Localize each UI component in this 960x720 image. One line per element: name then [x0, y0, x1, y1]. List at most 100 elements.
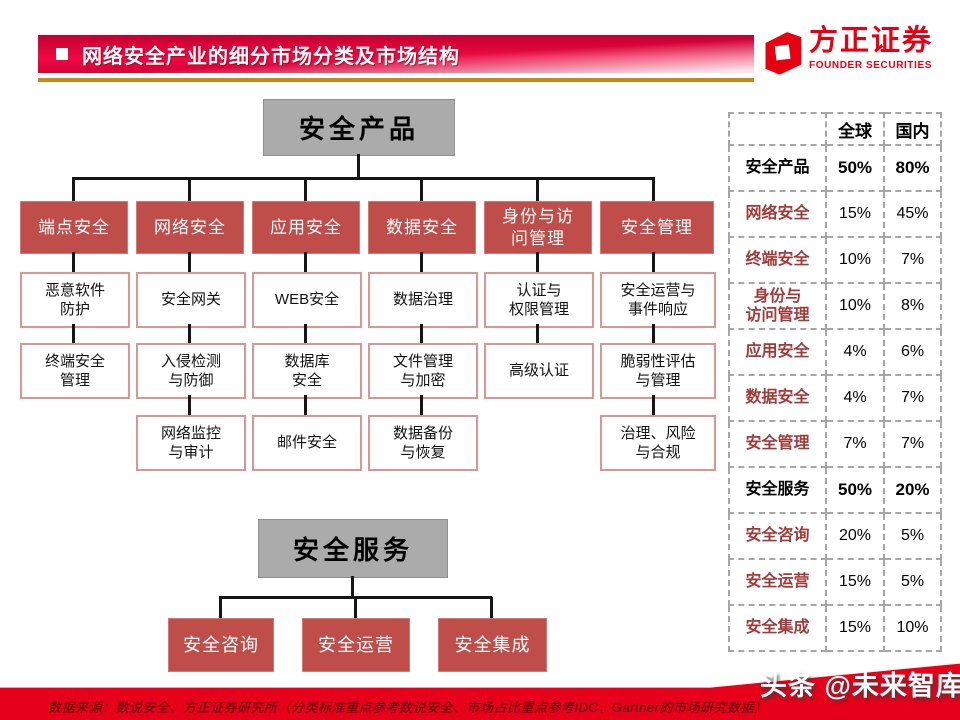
table-header-row: 全球 国内 [728, 112, 942, 146]
row-label: 安全集成 [728, 604, 827, 652]
item-intrusion-detection-defense: 入侵检测 与防御 [136, 343, 246, 399]
title-underline-rule [38, 78, 754, 82]
table-row: 安全咨询 20% 5% [728, 512, 942, 560]
table-header-blank [728, 112, 827, 146]
row-domestic-value: 7% [883, 420, 942, 468]
item-file-management-encryption: 文件管理 与加密 [368, 343, 478, 399]
connector-line [304, 178, 307, 201]
item-network-monitoring-audit: 网络监控 与审计 [136, 415, 246, 471]
row-label: 身份与 访问管理 [728, 282, 827, 330]
table-row: 终端安全 10% 7% [728, 236, 942, 284]
item-email-security: 邮件安全 [252, 415, 362, 471]
row-label: 网络安全 [728, 190, 827, 238]
connector-line [304, 395, 307, 415]
item-web-security: WEB安全 [252, 272, 362, 328]
table-row: 数据安全 4% 7% [728, 374, 942, 422]
service-security-operations: 安全运营 [302, 618, 410, 672]
row-label: 数据安全 [728, 374, 827, 422]
market-share-table: 全球 国内 安全产品 50% 80% 网络安全 15% 45% 终端安全 10%… [728, 112, 942, 652]
org-root-security-products: 安全产品 [263, 99, 455, 156]
category-application-security: 应用安全 [252, 201, 360, 254]
item-database-security: 数据库 安全 [252, 343, 362, 399]
connector-line [72, 177, 655, 180]
connector-line [72, 324, 75, 343]
row-label: 安全运营 [728, 558, 827, 606]
category-endpoint-security: 端点安全 [20, 201, 128, 254]
connector-line [351, 576, 354, 597]
table-row: 安全管理 7% 7% [728, 420, 942, 468]
connector-line [420, 395, 423, 415]
connector-line [652, 395, 655, 415]
row-global-value: 20% [825, 512, 885, 560]
table-header-domestic: 国内 [883, 112, 942, 146]
row-domestic-value: 5% [883, 512, 942, 560]
table-row: 安全运营 15% 5% [728, 558, 942, 606]
row-global-value: 50% [825, 144, 885, 192]
row-label: 安全咨询 [728, 512, 827, 560]
row-global-value: 4% [825, 374, 885, 422]
row-global-value: 15% [825, 604, 885, 652]
category-data-security: 数据安全 [368, 201, 476, 254]
connector-line [420, 178, 423, 201]
logo-name-cn: 方正证券 [809, 25, 934, 57]
row-domestic-value: 45% [883, 190, 942, 238]
table-row: 应用安全 4% 6% [728, 328, 942, 376]
row-label: 应用安全 [728, 328, 827, 376]
connector-line [188, 178, 191, 201]
connector-line [354, 597, 357, 618]
logo-name-en: FOUNDER SECURITIES [809, 59, 933, 71]
watermark-toutiao-future-thinktank: 头条 @未来智库 [760, 671, 960, 701]
connector-line [188, 395, 191, 415]
row-domestic-value: 6% [883, 328, 942, 376]
service-security-consulting: 安全咨询 [168, 618, 274, 672]
item-authentication-permission-management: 认证与 权限管理 [484, 272, 594, 328]
row-global-value: 50% [825, 466, 885, 514]
row-label: 安全服务 [728, 466, 827, 514]
connector-line [357, 154, 360, 178]
row-domestic-value: 8% [883, 282, 942, 330]
item-endpoint-security-management: 终端安全 管理 [20, 343, 130, 399]
row-global-value: 10% [825, 282, 885, 330]
item-data-governance: 数据治理 [368, 272, 478, 328]
founder-securities-logo: 方正证券 FOUNDER SECURITIES [763, 25, 943, 82]
table-row: 身份与 访问管理 10% 8% [728, 282, 942, 330]
row-domestic-value: 7% [883, 374, 942, 422]
table-row: 安全服务 50% 20% [728, 466, 942, 514]
page-title: 网络安全产业的细分市场分类及市场结构 [82, 45, 460, 68]
connector-line [536, 252, 539, 272]
connector-line [652, 324, 655, 343]
connector-line [420, 252, 423, 272]
item-data-backup-recovery: 数据备份 与恢复 [368, 415, 478, 471]
logo-text-block: 方正证券 FOUNDER SECURITIES [809, 25, 934, 71]
connector-line [536, 324, 539, 343]
item-vulnerability-assessment-management: 脆弱性评估 与管理 [600, 343, 716, 399]
row-label: 终端安全 [728, 236, 827, 284]
connector-line [420, 324, 423, 343]
connector-line [652, 252, 655, 272]
connector-line [536, 178, 539, 201]
slide-title-bar: 网络安全产业的细分市场分类及市场结构 [38, 35, 754, 73]
connector-line [72, 252, 75, 272]
row-label: 安全产品 [728, 144, 827, 192]
connector-line [304, 324, 307, 343]
row-global-value: 15% [825, 190, 885, 238]
row-domestic-value: 20% [883, 466, 942, 514]
service-security-integration: 安全集成 [438, 618, 547, 672]
category-network-security: 网络安全 [136, 201, 244, 254]
connector-line [490, 597, 493, 618]
connector-line [72, 178, 75, 201]
table-header-global: 全球 [825, 112, 885, 146]
item-advanced-authentication: 高级认证 [484, 343, 594, 399]
category-identity-access-management: 身份与访 问管理 [484, 201, 592, 254]
row-global-value: 7% [825, 420, 885, 468]
category-security-management: 安全管理 [600, 201, 714, 254]
connector-line [219, 597, 222, 618]
row-global-value: 15% [825, 558, 885, 606]
row-domestic-value: 80% [883, 144, 942, 192]
founder-logo-cube-icon [763, 30, 803, 81]
item-governance-risk-compliance: 治理、风险 与合规 [600, 415, 716, 471]
table-row: 安全产品 50% 80% [728, 144, 942, 192]
item-malware-protection: 恶意软件 防护 [20, 272, 130, 328]
item-security-operations-incident-response: 安全运营与 事件响应 [600, 272, 716, 328]
org-root-security-services: 安全服务 [258, 519, 448, 578]
